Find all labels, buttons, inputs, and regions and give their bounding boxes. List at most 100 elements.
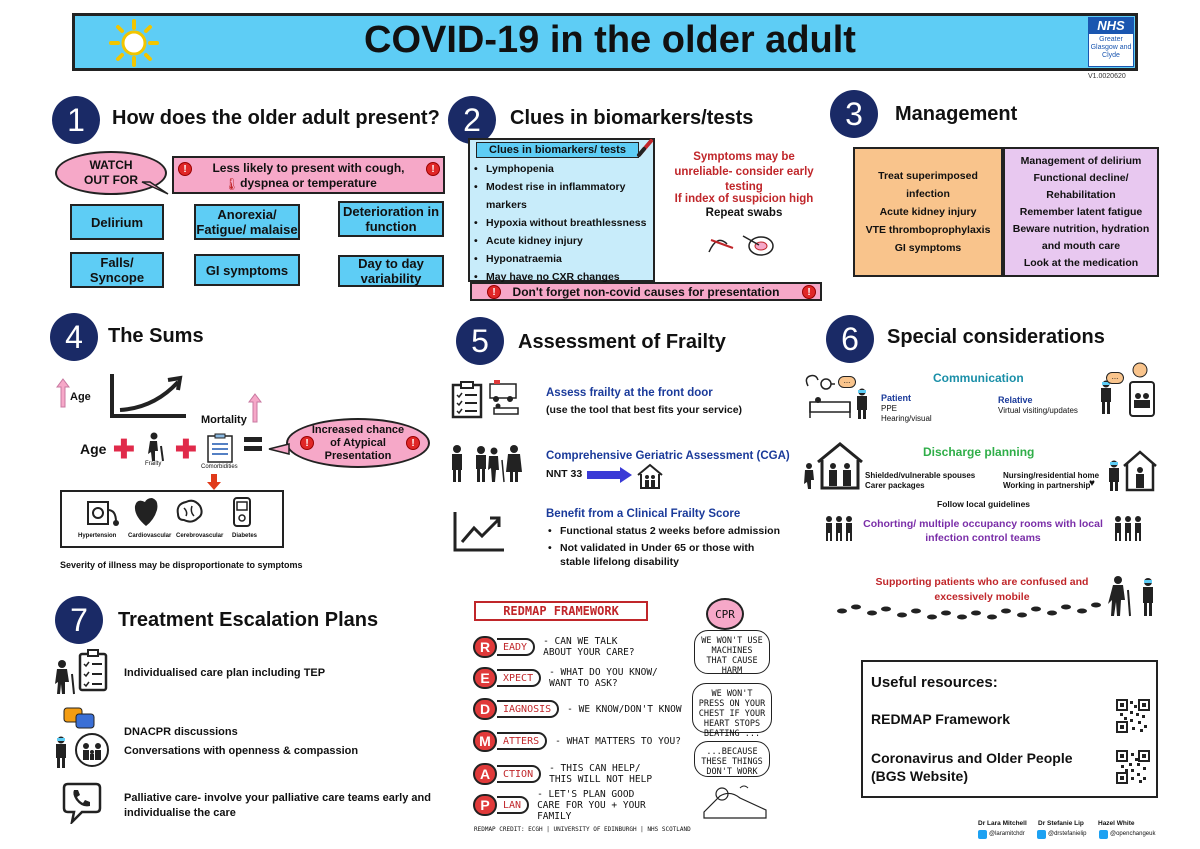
section-3-number: 3 bbox=[830, 90, 878, 138]
redmap-letter: E bbox=[473, 667, 497, 689]
resource-link-bgs[interactable]: Coronavirus and Older People (BGS Websit… bbox=[871, 750, 1073, 784]
cpr-circle: CPR bbox=[706, 598, 744, 630]
growth-curve-icon bbox=[110, 374, 186, 418]
blood-pressure-icon bbox=[87, 501, 119, 526]
symptom-delirium: Delirium bbox=[70, 204, 164, 240]
benefit-list: Functional status 2 weeks before admissi… bbox=[546, 524, 786, 569]
redmap-word: LAN bbox=[497, 796, 530, 814]
list-item: Lymphopenia bbox=[472, 160, 653, 178]
thermometer-icon: 🌡 bbox=[224, 177, 240, 191]
watch-out-bubble: WATCH OUT FOR bbox=[55, 151, 167, 195]
walking-patient-icon bbox=[1108, 576, 1153, 617]
management-item: Management of delirium bbox=[1020, 154, 1142, 167]
nnt-text: NNT 33 bbox=[546, 468, 583, 480]
nhs-logo-text: NHS bbox=[1089, 18, 1133, 34]
redmap-word: ATTERS bbox=[497, 732, 548, 750]
redmap-credit: REDMAP CREDIT: ECGH | UNIVERSITY OF EDIN… bbox=[474, 826, 691, 833]
warning-icon: ! bbox=[178, 162, 192, 176]
list-item: Acute kidney injury bbox=[472, 232, 653, 250]
discharge-left-item: Shielded/vulnerable spouses bbox=[865, 471, 976, 480]
increased-chance-text: Increased chance of Atypical Presentatio… bbox=[311, 423, 405, 462]
condition-label: Cardiovascular bbox=[128, 533, 172, 539]
redmap-letter: D bbox=[473, 698, 497, 720]
increased-chance-bubble: ! Increased chance of Atypical Presentat… bbox=[286, 418, 430, 468]
patient-item: PPE bbox=[881, 404, 898, 413]
redmap-desc: - Let's plan good care for you + your fa… bbox=[537, 788, 646, 822]
redmap-row-ready: R EADY - Can we talk about your care? bbox=[473, 636, 643, 658]
section-7-number: 7 bbox=[55, 596, 103, 644]
clipboard-checklist-icon bbox=[451, 381, 483, 419]
redmap-desc: - Can we talk about your care? bbox=[543, 636, 635, 658]
symptom-gi: GI symptoms bbox=[194, 254, 300, 286]
cpr-bubble-1: We won't use machines that cause harm bbox=[694, 630, 770, 676]
cpr-label: CPR bbox=[715, 607, 735, 621]
redmap-desc: - What do you know/ want to ask? bbox=[549, 667, 658, 689]
redmap-letter: M bbox=[473, 730, 497, 752]
redmap-row-action: A CTION - This can help/ this will not h… bbox=[473, 763, 659, 785]
qr-code-icon[interactable] bbox=[1116, 699, 1150, 733]
redmap-desc: - What matters to you? bbox=[555, 735, 681, 747]
management-item: GI symptoms bbox=[894, 242, 962, 254]
redmap-desc: - This can help/ this will not help bbox=[549, 763, 653, 785]
heart-icon bbox=[134, 498, 158, 526]
list-item: Hyponatraemia bbox=[472, 250, 653, 268]
trend-chart-icon bbox=[453, 512, 504, 552]
section-4-title: The Sums bbox=[108, 325, 204, 347]
author-handle[interactable]: @drstefanielip bbox=[1048, 831, 1087, 837]
nhs-logo: NHS Greater Glasgow and Clyde bbox=[1088, 17, 1134, 67]
page-title: COVID-19 in the older adult bbox=[364, 19, 856, 61]
comorbidities-label: Comorbidities bbox=[201, 464, 238, 470]
relative-item: Virtual visiting/updates bbox=[998, 406, 1078, 415]
group-right-icon bbox=[1115, 516, 1141, 541]
section-3-title: Management bbox=[895, 103, 1018, 125]
patient-in-bed-sketch bbox=[703, 785, 767, 819]
author-handle[interactable]: @laramitchdr bbox=[989, 831, 1025, 837]
watch-out-tail bbox=[141, 181, 169, 195]
section-2-title: Clues in biomarkers/tests bbox=[510, 107, 754, 129]
redmap-desc: - We know/don't know bbox=[567, 703, 682, 715]
repeat-swabs-text: Repeat swabs bbox=[705, 207, 783, 219]
patient-bed-icon bbox=[805, 374, 867, 419]
list-item: May have no CXR changes bbox=[472, 268, 653, 286]
symptom-anorexia: Anorexia/ Fatigue/ malaise bbox=[194, 204, 300, 240]
cohorting-text: Cohorting/ multiple occupancy rooms with… bbox=[863, 518, 1103, 544]
redmap-word: XPECT bbox=[497, 669, 542, 687]
patient-speech-bubble: ... bbox=[838, 376, 856, 388]
equals-icon bbox=[244, 437, 262, 451]
unreliable-text: Symptoms may be unreliable- consider ear… bbox=[674, 151, 814, 193]
redmap-letter: R bbox=[473, 636, 497, 658]
warning-icon-right: ! bbox=[802, 285, 816, 299]
section-2-number: 2 bbox=[448, 96, 496, 144]
resources-box bbox=[861, 660, 1158, 798]
list-item: Functional status 2 weeks before admissi… bbox=[546, 524, 786, 538]
author-handle[interactable]: @openchangeuk bbox=[1110, 831, 1156, 837]
home-family-icon bbox=[804, 442, 863, 490]
noncovid-text: Don't forget non-covid causes for presen… bbox=[512, 284, 780, 299]
redmap-row-plan: P LAN - Let's plan good care for you + y… bbox=[473, 789, 657, 822]
care-plan-icon bbox=[55, 649, 108, 695]
resource-link-redmap[interactable]: REDMAP Framework bbox=[871, 711, 1011, 727]
twitter-icon bbox=[1037, 830, 1046, 839]
virtual-visit-icon bbox=[1101, 362, 1155, 417]
relative-label: Relative bbox=[998, 395, 1033, 405]
header-banner bbox=[72, 13, 1138, 71]
section-6-number: 6 bbox=[826, 315, 874, 363]
up-arrow-icon bbox=[56, 378, 70, 408]
redmap-word: EADY bbox=[497, 638, 536, 656]
benefit-title: Benefit from a Clinical Frailty Score bbox=[546, 508, 741, 520]
plus-icon: ✚ bbox=[175, 434, 197, 464]
up-arrow-icon bbox=[248, 393, 262, 423]
discharge-right-item: Nursing/residential home bbox=[1003, 471, 1100, 480]
glucose-meter-icon bbox=[233, 497, 251, 527]
discharge-heading: Discharge planning bbox=[923, 445, 1035, 459]
condition-label: Hypertension bbox=[78, 533, 117, 539]
follow-guidelines: Follow local guidelines bbox=[937, 499, 1031, 509]
redmap-letter: A bbox=[473, 763, 497, 785]
qr-code-icon[interactable] bbox=[1116, 750, 1150, 784]
author-name: Dr Lara Mitchell bbox=[978, 820, 1027, 827]
patient-item: Hearing/visual bbox=[881, 414, 932, 423]
age-up-label: Age bbox=[70, 391, 91, 403]
partnership-heart-icon: ♥ bbox=[1089, 478, 1095, 489]
biomarkers-title-text: Clues in biomarkers/ tests bbox=[489, 144, 626, 156]
section-1-number: 1 bbox=[52, 96, 100, 144]
